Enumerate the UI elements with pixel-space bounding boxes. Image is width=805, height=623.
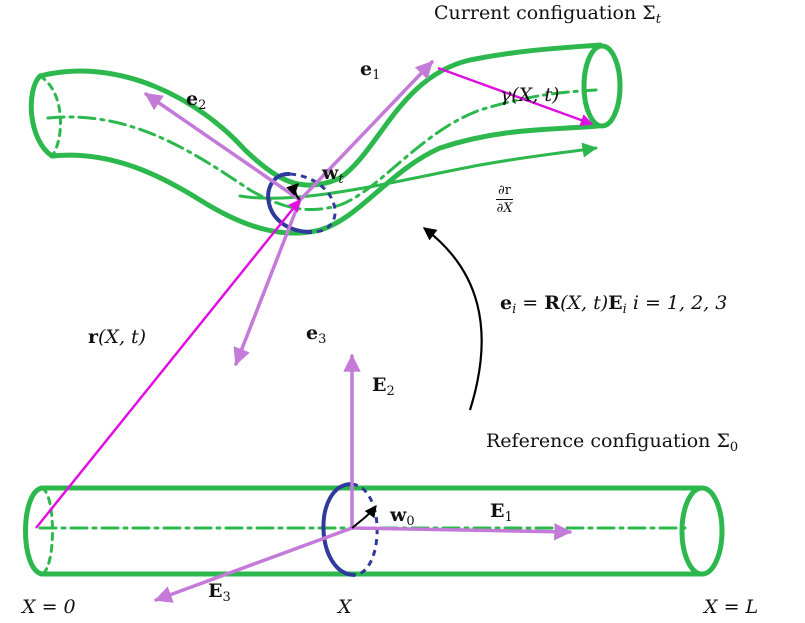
x-mid-label: X bbox=[338, 596, 352, 618]
current-tube-left-cap bbox=[28, 73, 55, 159]
reference-tube-right-cap bbox=[679, 485, 725, 577]
w0-arrow bbox=[351, 505, 377, 529]
x-zero-label: X = 0 bbox=[22, 596, 76, 618]
reference-tube bbox=[23, 485, 725, 577]
frame-relation-equation: ei = R(X, t)Ei i = 1, 2, 3 bbox=[500, 292, 728, 317]
gamma-vector bbox=[437, 66, 594, 127]
reference-frame-vectors bbox=[154, 354, 572, 603]
tangent-derivative-label: ∂r ∂X bbox=[496, 183, 513, 216]
position-vector-label: r(X, t) bbox=[88, 326, 147, 348]
position-vector-r bbox=[35, 199, 301, 529]
reference-config-title: Reference configuation Σ0 bbox=[486, 430, 739, 455]
wt-arrow bbox=[286, 183, 301, 201]
e1-label: e1 bbox=[360, 58, 381, 83]
current-frame-vectors bbox=[144, 60, 434, 366]
e1-vector bbox=[298, 60, 434, 202]
wt-label: wt bbox=[322, 162, 344, 187]
current-tube-right-cap bbox=[581, 43, 623, 129]
current-tube bbox=[28, 42, 623, 236]
reference-tube-left-cap-hidden bbox=[40, 486, 54, 576]
deformation-map-arrow bbox=[422, 227, 483, 411]
reference-tube-left-cap bbox=[23, 485, 45, 577]
x-L-label: X = L bbox=[704, 596, 759, 618]
e3-vector bbox=[233, 198, 302, 366]
current-config-title: Current configuation Σt bbox=[434, 2, 661, 27]
E1-label: E1 bbox=[490, 500, 513, 525]
gamma-label: γ(X, t) bbox=[500, 84, 560, 106]
E1-vector bbox=[350, 522, 572, 541]
current-tube-top-edge bbox=[37, 42, 603, 188]
E2-label: E2 bbox=[372, 374, 395, 399]
w0-label: w0 bbox=[390, 504, 415, 529]
E3-vector bbox=[154, 526, 354, 603]
e2-label: e2 bbox=[186, 88, 207, 113]
current-cross-section bbox=[266, 171, 337, 234]
e3-label: e3 bbox=[306, 322, 327, 347]
e2-vector bbox=[144, 92, 302, 202]
current-centerline bbox=[46, 88, 598, 212]
E3-label: E3 bbox=[208, 580, 231, 605]
